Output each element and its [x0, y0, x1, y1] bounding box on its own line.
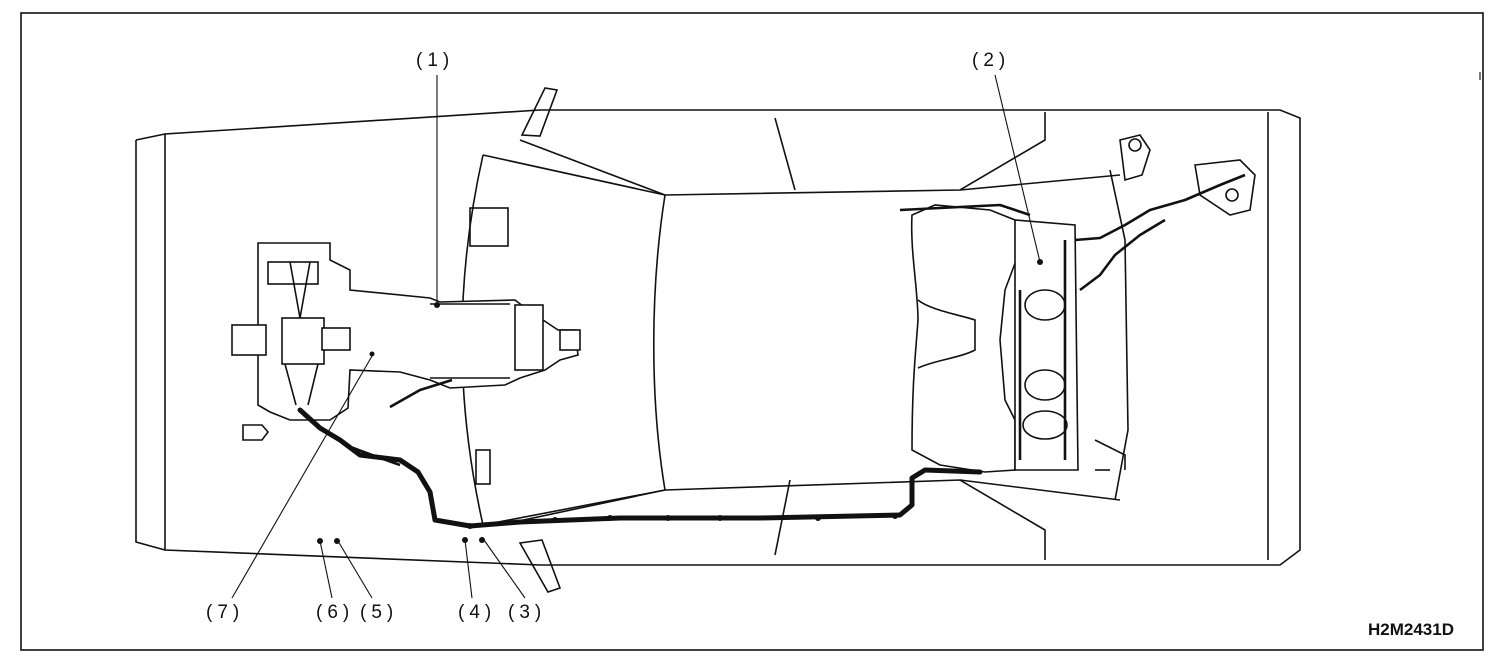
underbody-pipe-line — [297, 407, 983, 529]
callout-7-label: (7) — [206, 602, 245, 623]
callout-4-label: (4) — [458, 602, 497, 623]
leader-lines — [231, 74, 1043, 599]
figure-code: H2M2431D — [1368, 620, 1454, 639]
rear-harness — [1074, 134, 1256, 471]
figure-frame — [20, 12, 1484, 651]
vehicle-body-outline — [135, 87, 1301, 593]
callout-6-label: (6) — [316, 602, 355, 623]
callout-2-label: (2) — [972, 50, 1011, 71]
callout-5-label: (5) — [360, 602, 399, 623]
callout-1-label: (1) — [416, 50, 455, 71]
fuel-tank — [899, 203, 1079, 473]
callout-3-label: (3) — [508, 602, 547, 623]
pipe-clips — [552, 513, 898, 523]
engine-transmission-assembly — [231, 242, 581, 441]
shift-rod — [389, 378, 453, 409]
